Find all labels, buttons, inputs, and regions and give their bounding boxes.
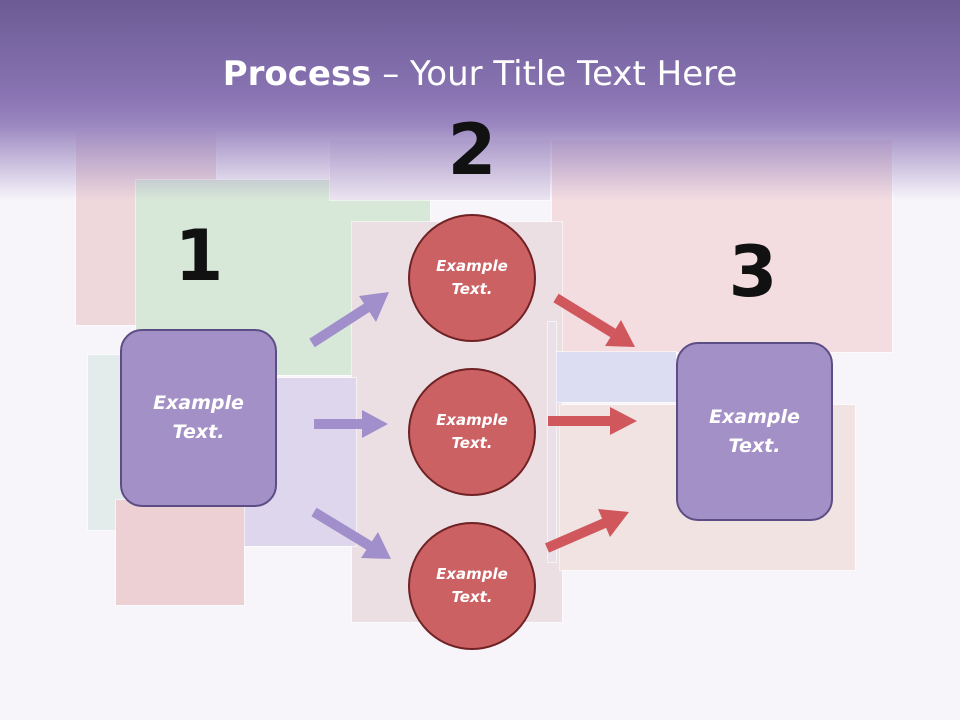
collage-tile: [116, 500, 244, 605]
title-rest: – Your Title Text Here: [371, 54, 738, 94]
arrow-left-to-bottom: [311, 507, 391, 559]
arrow-left-to-top: [309, 292, 389, 348]
arrow-bottom-to-right: [545, 509, 629, 553]
circle-middle: Example Text.: [408, 368, 536, 496]
step-number-3: 3: [728, 231, 778, 313]
header-band: [0, 0, 960, 200]
arrow-left-to-middle: [314, 410, 388, 438]
collage-tile: [548, 322, 556, 562]
arrow-middle-to-right: [548, 407, 637, 435]
circle-bottom: Example Text.: [408, 522, 536, 650]
step-number-2: 2: [447, 109, 497, 191]
circle-top: Example Text.: [408, 214, 536, 342]
step-3-box: Example Text.: [676, 342, 833, 521]
collage-tile: [556, 352, 676, 402]
step-number-1: 1: [174, 215, 224, 297]
slide-title: Process – Your Title Text Here: [0, 50, 960, 98]
arrow-top-to-right: [553, 293, 635, 347]
title-bold: Process: [222, 54, 372, 94]
step-1-box: Example Text.: [120, 329, 277, 507]
